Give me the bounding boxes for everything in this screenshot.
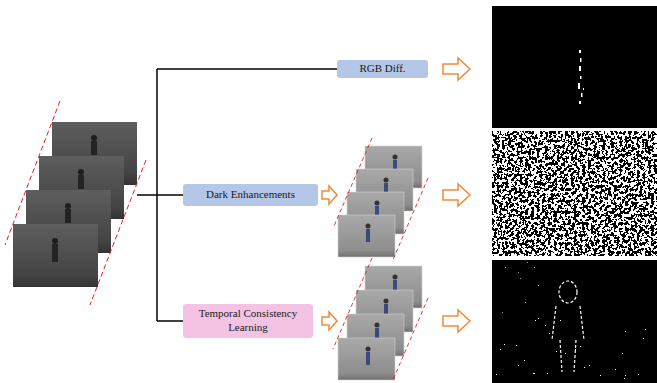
- box-label: RGB Diff.: [359, 62, 405, 76]
- enhanced-frames: [334, 138, 428, 262]
- hollow-arrows: [322, 58, 470, 332]
- box-label: Dark Enhancements: [206, 188, 295, 202]
- branch-lines: [137, 69, 337, 321]
- box-label: Temporal Consistency Learning: [189, 307, 307, 335]
- input-frames: [5, 101, 146, 305]
- process-box: Dark Enhancements: [183, 184, 318, 206]
- result-maps: [492, 6, 657, 383]
- process-box: Temporal Consistency Learning: [183, 304, 313, 338]
- consistent-frames: [333, 258, 428, 380]
- process-box: RGB Diff.: [337, 60, 428, 78]
